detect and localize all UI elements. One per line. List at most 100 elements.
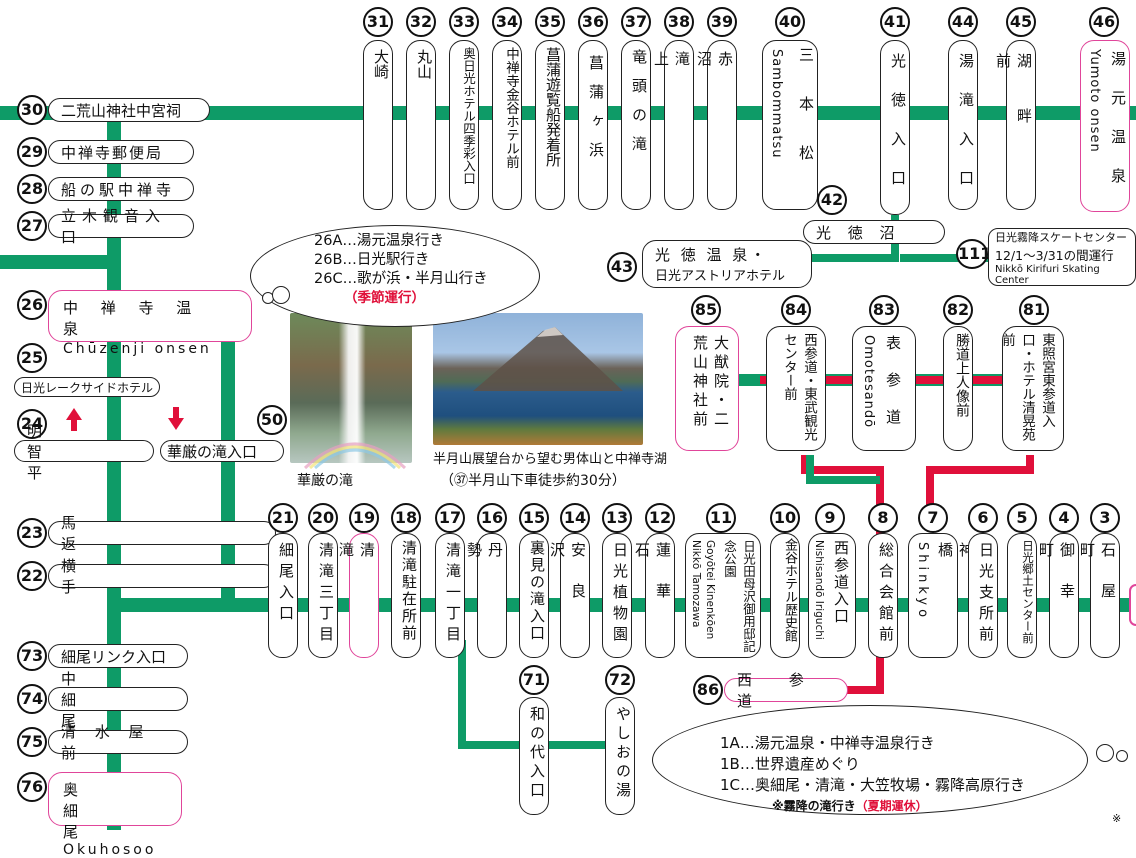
stop-number-84: 84 — [781, 295, 811, 325]
stop-number-26: 26 — [17, 290, 47, 320]
stop-29[interactable]: 中禅寺郵便局 — [48, 140, 194, 164]
stop-number-5: 5 — [1007, 503, 1037, 533]
note-lower-text: 1A…湯元温泉・中禅寺温泉行き 1B…世界遺産めぐり 1C…奥細尾・清滝・大笠牧… — [720, 733, 1025, 817]
stop-39[interactable]: 赤沼 — [695, 40, 737, 210]
stop-82[interactable]: 勝道上人像前 — [943, 326, 973, 451]
stop-9[interactable]: Nishisandō Iriguchi 西参道入口 — [808, 533, 856, 658]
stop-6[interactable]: 日光支所前 — [968, 533, 998, 658]
stop-36[interactable]: 菖蒲ヶ浜 — [578, 40, 608, 210]
stop-74[interactable]: 中 細 尾 — [48, 670, 188, 730]
stop-42[interactable]: 光 徳 沼 — [803, 220, 945, 244]
stop-number-45: 45 — [1006, 7, 1036, 37]
stop-5[interactable]: 日光郷土センター前 — [1007, 533, 1037, 658]
stop-number-3: 3 — [1090, 503, 1120, 533]
stop-28[interactable]: 船の駅中禅寺 — [48, 177, 194, 201]
stop-27[interactable]: 立木観音入口 — [48, 207, 194, 246]
stop-3[interactable]: 石屋町 — [1078, 533, 1120, 658]
stop-10-label: 金谷ホテル歴史館 — [782, 538, 797, 642]
route-line-yashio — [458, 640, 630, 749]
stop-4[interactable]: 御幸町 — [1037, 533, 1079, 658]
stop-19[interactable]: 清滝 — [337, 533, 379, 658]
stop-72[interactable]: やしおの湯 — [605, 697, 635, 815]
stop-43[interactable]: 光 徳 温 泉・ 日光アストリアホテル — [642, 240, 812, 288]
stop-86[interactable]: 西 参 道 — [724, 671, 848, 710]
stop-37[interactable]: 竜頭の滝 — [621, 40, 651, 210]
stop-31-label: 大崎 — [372, 49, 390, 79]
stop-number-71: 71 — [519, 665, 549, 695]
stop-50[interactable]: 華厳の滝入口 — [160, 440, 284, 462]
stop-24[interactable]: 明 智 平 — [14, 422, 154, 482]
stop-number-7: 7 — [918, 503, 948, 533]
thought-dot-2 — [272, 286, 290, 304]
stop-12[interactable]: 蓮華石 — [633, 533, 675, 658]
stop-24-label: 明 智 平 — [27, 421, 71, 482]
stop-75[interactable]: 清 水 屋 前 — [48, 723, 188, 762]
stop-15[interactable]: 裏見の滝入口 — [519, 533, 549, 658]
note-1c: 1C…奥細尾・清滝・大笠牧場・霧降高原行き — [720, 776, 1026, 794]
stop-number-37: 37 — [621, 7, 651, 37]
stop-number-39: 39 — [707, 7, 737, 37]
stop-40[interactable]: Sambommatsu 三本松 — [762, 40, 818, 210]
stop-23[interactable]: 馬 返 — [48, 514, 276, 553]
stop-73[interactable]: 細尾リンク入口 — [48, 644, 188, 668]
stop-number-86: 86 — [693, 675, 723, 705]
stop-38[interactable]: 滝上 — [652, 40, 694, 210]
stop-8-label: 総合会館前 — [877, 542, 895, 647]
stop-26[interactable]: 中 禅 寺 温 泉 Chūzenji onsen — [48, 290, 252, 357]
stop-11[interactable]: Nikkō Tamozawa Goyōtei Kinenkōen 日光田母沢御用… — [685, 533, 761, 658]
stop-76[interactable]: 奥 細 尾 Okuhosoo — [48, 772, 182, 858]
stop-number-27: 27 — [17, 211, 47, 241]
stop-45-label: 湖畔前 — [994, 53, 1033, 163]
stop-20[interactable]: 清滝三丁目 — [308, 533, 338, 658]
stop-32[interactable]: 丸山 — [406, 40, 436, 210]
stop-83[interactable]: Omotesandō 表参道 — [852, 326, 916, 451]
stop-45[interactable]: 湖畔前 — [994, 40, 1036, 210]
note-bubble-upper — [250, 225, 540, 327]
stop-19-label: 清滝 — [337, 542, 376, 627]
stop-46[interactable]: Yumoto onsen 湯元温泉 — [1080, 40, 1130, 212]
stop-37-label: 竜頭の滝 — [630, 49, 648, 165]
stop-number-43: 43 — [607, 252, 637, 282]
stop-number-46: 46 — [1089, 7, 1119, 37]
stop-16[interactable]: 丹勢 — [465, 533, 507, 658]
note-26b: 26B…日光駅行き — [314, 252, 430, 268]
stop-number-22: 22 — [17, 561, 47, 591]
stop-number-75: 75 — [17, 727, 47, 757]
stop-31[interactable]: 大崎 — [363, 40, 393, 210]
stop-22[interactable]: 横 手 — [48, 557, 276, 596]
stop-35-label: 菖蒲遊覧船発着所 — [544, 47, 562, 167]
stop-21[interactable]: 細尾入口 — [268, 533, 298, 658]
stop-8[interactable]: 総合会館前 — [868, 533, 898, 658]
stop-33[interactable]: 奥日光ホテル四季彩入口 — [449, 40, 479, 210]
stop-84[interactable]: 西参道・東武観光センター前 — [766, 326, 826, 451]
stop-30[interactable]: 二荒山神社中宮祠 — [48, 98, 210, 122]
stop-44-label: 湯滝入口 — [957, 53, 975, 209]
stop-9-romaji: Nishisandō Iriguchi — [813, 540, 825, 640]
stop-25-label: 日光レークサイドホテル — [21, 380, 154, 395]
stop-76-label: 奥 細 尾 — [63, 781, 103, 841]
stop-35[interactable]: 菖蒲遊覧船発着所 — [535, 40, 565, 210]
stop-17[interactable]: 清滝一丁目 — [435, 533, 465, 658]
stop-7[interactable]: Shinkyo 神橋 — [908, 533, 975, 658]
mountain-icon — [473, 327, 623, 391]
stop-85[interactable]: 大猷院・二荒山神社前 — [675, 326, 739, 451]
thought-dot-4 — [1116, 750, 1128, 762]
stop-number-40: 40 — [775, 7, 805, 37]
route-green-8-84 — [806, 455, 880, 484]
stop-34[interactable]: 中禅寺金谷ホテル前 — [492, 40, 522, 210]
stop-71[interactable]: 和の代入口 — [519, 697, 549, 815]
stop-number-34: 34 — [492, 7, 522, 37]
stop-13[interactable]: 日光植物園 — [602, 533, 632, 658]
stop-44[interactable]: 湯滝入口 — [948, 40, 978, 210]
stop-number-111: 111 — [956, 239, 991, 269]
stop-14[interactable]: 安良沢 — [548, 533, 590, 658]
stop-111-line3: Nikkō Kirifuri Skating Center — [995, 263, 1100, 286]
stop-111[interactable]: 日光霧降スケートセンター 12/1～3/31の間運行 Nikkō Kirifur… — [988, 228, 1136, 286]
stop-number-4: 4 — [1049, 503, 1079, 533]
stop-25[interactable]: 日光レークサイドホテル — [14, 377, 160, 397]
stop-86-label: 西 参 道 — [737, 671, 820, 710]
stop-18[interactable]: 清滝駐在所前 — [391, 533, 421, 658]
stop-81[interactable]: 東照宮東参道入口・ホテル清晃苑前 — [999, 326, 1064, 451]
stop-10[interactable]: 金谷ホテル歴史館 — [770, 533, 800, 658]
stop-41[interactable]: 光徳入口 — [880, 40, 910, 215]
